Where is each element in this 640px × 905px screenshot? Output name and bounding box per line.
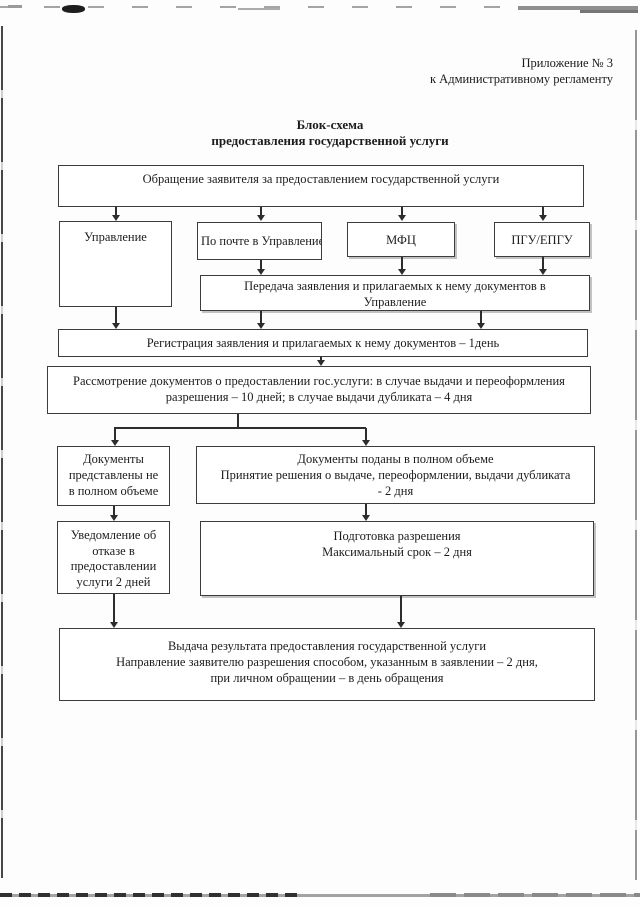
- flow-node-complete-docs: Документы поданы в полном объеме Приняти…: [196, 446, 595, 504]
- flow-node-text: Выдача результата предоставления государ…: [167, 639, 487, 653]
- arrow-down-connector: [361, 428, 370, 446]
- flow-node-incomplete-docs: Документы представлены не в полном объем…: [57, 446, 170, 506]
- flow-node-refusal-notice: Уведомление об отказе в предоставлении у…: [57, 521, 170, 594]
- appendix-note-line1: Приложение № 3: [521, 56, 613, 70]
- scan-artifact-speck: [238, 8, 280, 10]
- flow-node-text: ПГУ/ЕПГУ: [511, 233, 573, 247]
- arrowhead: [476, 323, 485, 329]
- scan-artifact-top-right-bar: [518, 6, 638, 10]
- flow-node-by-mail: По почте в Управление: [197, 222, 322, 260]
- flow-node-text: По почте в Управление: [201, 234, 322, 248]
- scan-artifact-blob: [62, 5, 85, 13]
- flow-node-text: Рассмотрение документов о предоставлении…: [73, 374, 565, 388]
- appendix-note-line2: к Административному регламенту: [429, 72, 613, 86]
- arrowhead: [109, 515, 118, 521]
- flow-node-text: услуги 2 дней: [76, 574, 151, 589]
- appendix-note: Приложение № 3 к Административному регла…: [430, 55, 613, 87]
- flow-node-pgu-epgu: ПГУ/ЕПГУ: [494, 222, 590, 257]
- flow-node-text: Управление: [84, 230, 147, 244]
- flow-node-text: Управление: [363, 295, 427, 309]
- flow-node-text: МФЦ: [386, 233, 416, 247]
- arrow-down-connector: [111, 207, 120, 221]
- arrowhead: [361, 440, 370, 446]
- page-title: Блок-схема предоставления государственно…: [40, 117, 620, 149]
- flow-node-management: Управление: [59, 221, 172, 307]
- branch-horizontal-line: [114, 427, 366, 429]
- flow-node-text: разрешения – 10 дней; в случае выдачи ду…: [165, 390, 473, 404]
- arrow-down-connector: [538, 207, 547, 221]
- flow-node-text: в полном объеме: [68, 484, 159, 498]
- arrowhead: [111, 215, 120, 221]
- arrow-down-connector: [538, 257, 547, 275]
- flow-node-text: Обращение заявителя за предоставлением г…: [142, 172, 500, 186]
- arrowhead: [397, 269, 406, 275]
- flow-node-text: Принятие решения о выдаче, переоформлени…: [220, 468, 571, 482]
- arrowhead: [110, 440, 119, 446]
- flow-node-mfc: МФЦ: [347, 222, 455, 257]
- flow-node-text: Передача заявления и прилагаемых к нему …: [244, 279, 546, 293]
- flow-node-text: предоставлении: [70, 559, 157, 573]
- flow-node-review: Рассмотрение документов о предоставлении…: [47, 366, 591, 414]
- arrowhead: [256, 215, 265, 221]
- scan-artifact-bottom-edge: [430, 893, 640, 897]
- scan-artifact-top-right-bar: [580, 10, 638, 13]
- arrow-down-connector: [256, 207, 265, 221]
- arrowhead: [256, 269, 265, 275]
- flow-node-registration: Регистрация заявления и прилагаемых к не…: [58, 329, 588, 357]
- arrowhead: [396, 622, 405, 628]
- flow-node-text: - 2 дня: [377, 484, 414, 498]
- arrowhead: [109, 622, 118, 628]
- arrowhead: [256, 323, 265, 329]
- flow-node-appeal: Обращение заявителя за предоставлением г…: [58, 165, 584, 207]
- arrow-down-connector: [110, 428, 119, 446]
- flow-node-text: представлены не: [68, 468, 159, 482]
- flow-node-preparation: Подготовка разрешения Максимальный срок …: [200, 521, 594, 596]
- page-title-line1: Блок-схема: [296, 117, 364, 132]
- arrow-down-connector: [256, 311, 265, 329]
- arrowhead: [111, 323, 120, 329]
- arrow-down-connector: [397, 207, 406, 221]
- arrowhead: [316, 360, 325, 366]
- scan-artifact-top-edge: [0, 6, 640, 8]
- page-title-line2: предоставления государственной услуги: [211, 133, 449, 148]
- flow-node-text: Направление заявителю разрешения способо…: [116, 655, 538, 669]
- arrowhead: [397, 215, 406, 221]
- arrowhead: [538, 215, 547, 221]
- scan-artifact-left-edge: [1, 26, 3, 878]
- arrow-down-connector: [397, 257, 406, 275]
- arrow-down-connector: [256, 260, 265, 275]
- scan-artifact-bottom-edge: [0, 894, 640, 897]
- arrow-down-connector: [111, 307, 120, 329]
- flow-node-text: Максимальный срок – 2 дня: [322, 545, 472, 559]
- flow-node-text: Регистрация заявления и прилагаемых к не…: [146, 336, 500, 350]
- scan-artifact-speck: [8, 5, 22, 8]
- arrow-down-connector: [109, 594, 118, 628]
- flow-node-result-issue: Выдача результата предоставления государ…: [59, 628, 595, 701]
- arrow-down-connector: [109, 506, 118, 521]
- scan-artifact-bottom-edge: [0, 893, 300, 897]
- flow-node-text: отказе в: [92, 543, 135, 558]
- arrow-down-connector: [396, 596, 405, 628]
- flow-node-text: Подготовка разрешения: [333, 529, 461, 543]
- scan-artifact-right-edge: [635, 30, 637, 880]
- flow-node-transfer: Передача заявления и прилагаемых к нему …: [200, 275, 590, 311]
- arrow-down-connector: [316, 357, 325, 366]
- flow-node-text: Документы поданы в полном объеме: [297, 452, 494, 466]
- flow-node-text: при личном обращении – в день обращения: [210, 671, 444, 685]
- arrowhead: [538, 269, 547, 275]
- arrowhead: [361, 515, 370, 521]
- arrow-down-connector: [361, 504, 370, 521]
- branch-stem-line: [237, 414, 239, 428]
- flow-node-text: Документы: [83, 452, 144, 466]
- arrow-down-connector: [476, 311, 485, 329]
- flow-node-text: Уведомление об: [70, 528, 157, 542]
